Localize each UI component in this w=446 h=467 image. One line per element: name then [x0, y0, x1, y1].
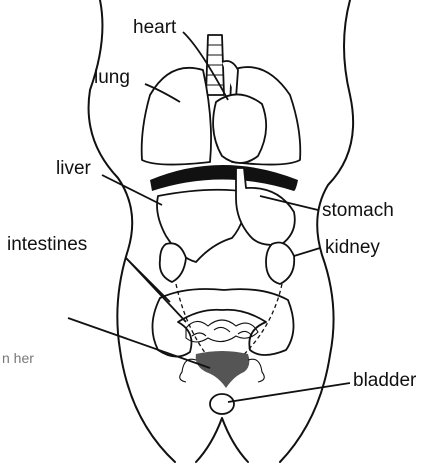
partial-text: n her	[2, 350, 34, 366]
bladder-organ	[210, 394, 234, 414]
label-stomach: stomach	[322, 200, 394, 221]
label-intestines: intestines	[7, 234, 87, 255]
label-kidney: kidney	[325, 237, 380, 258]
diaphragm	[150, 165, 298, 191]
uterus	[196, 351, 250, 388]
label-liver: liver	[56, 158, 92, 179]
right-kidney	[266, 243, 294, 285]
left-kidney	[160, 243, 186, 282]
label-lung: lung	[94, 67, 130, 88]
label-heart: heart	[133, 17, 177, 38]
left-lung	[142, 68, 211, 165]
large-intestine	[152, 289, 293, 357]
label-bladder: bladder	[353, 370, 417, 391]
